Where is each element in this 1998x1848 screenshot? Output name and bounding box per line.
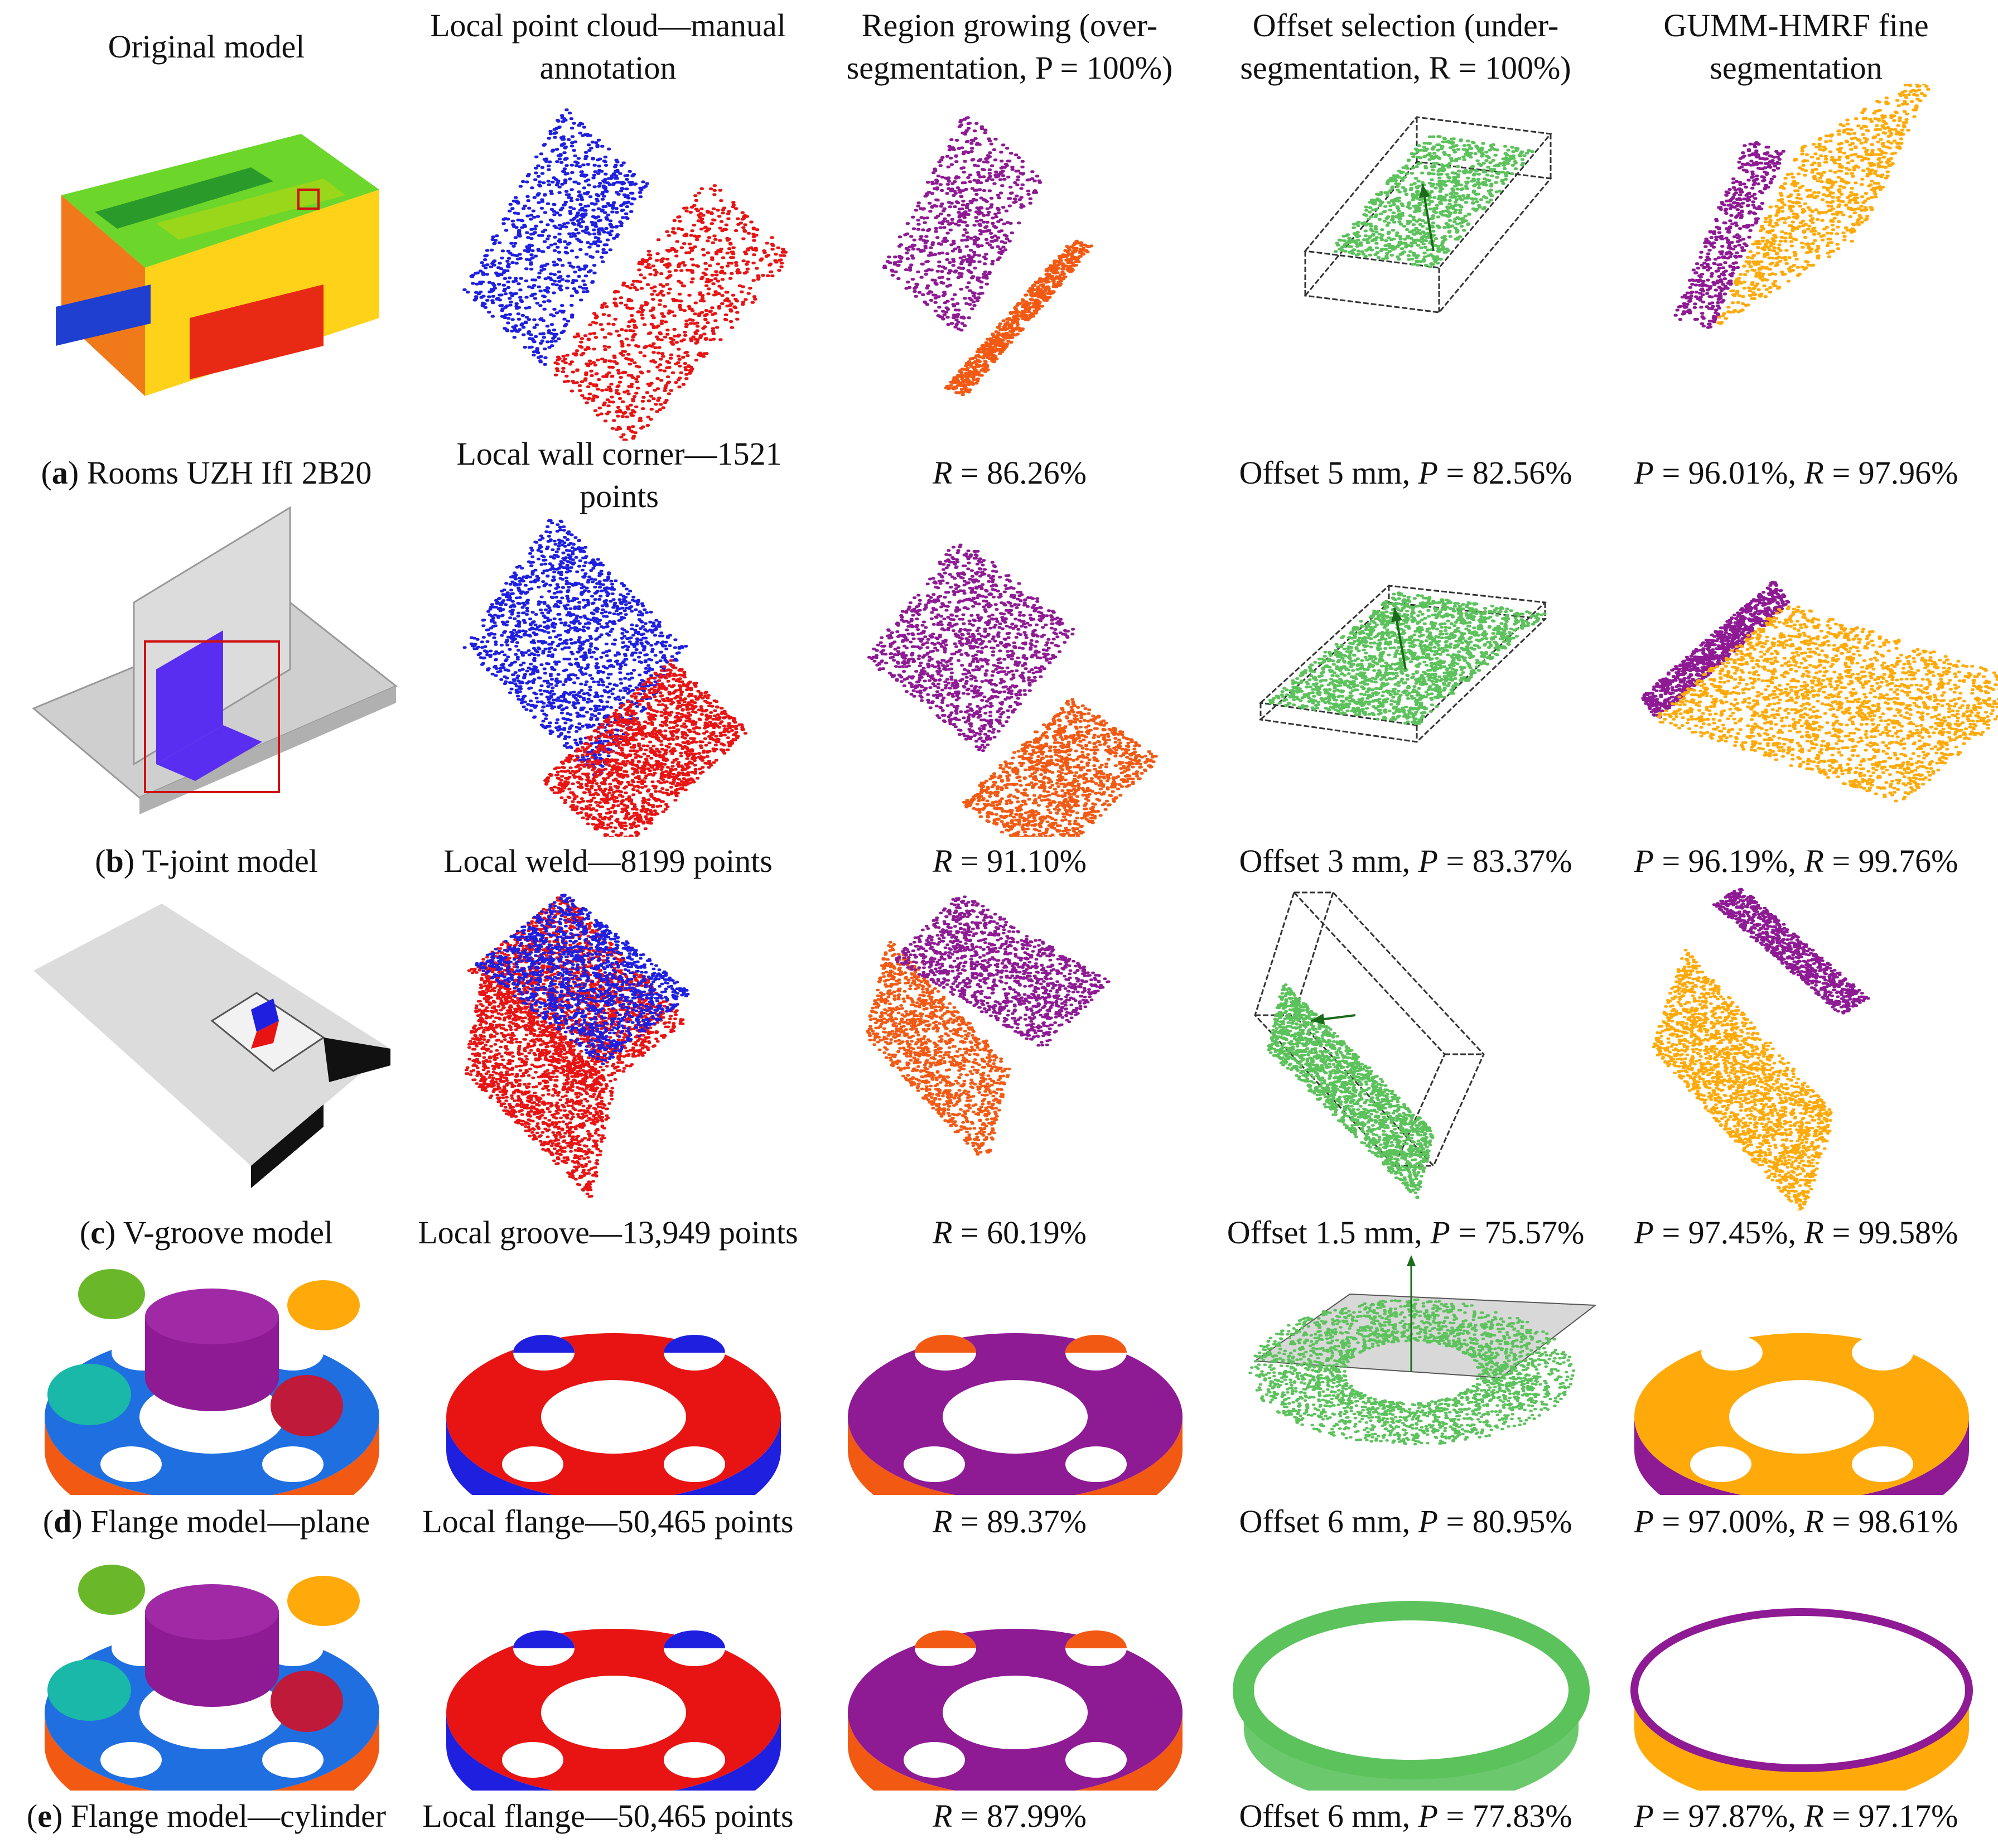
figure-panel-e-2 [413,1545,812,1791]
caption-local-d: Local flange—50,465 points [422,1503,794,1540]
figure-panel-c-2 [413,870,812,1210]
caption-local-e: Local flange—50,465 points [422,1798,794,1834]
header-offset-selection: Offset selection (under-segmentation, R … [1240,7,1571,86]
figure-panel-d-2 [413,1249,812,1495]
figure-panel-d-3 [814,1249,1214,1495]
caption-offset-e: Offset 6 mm, P = 77.83% [1239,1798,1572,1834]
figure-panel-a-3 [814,84,1214,441]
caption-fine-c: P = 97.45%, R = 99.58% [1634,1214,1958,1251]
header-local-point-cloud: Local point cloud—manual annotation [430,7,786,86]
caption-fine-a: P = 96.01%, R = 97.96% [1634,455,1958,491]
figure-panel-d-4 [1210,1249,1610,1495]
header-original-model: Original model [108,28,305,65]
caption-offset-a: Offset 5 mm, P = 82.56% [1239,455,1572,491]
caption-model-c: (c) V-groove model [79,1214,334,1251]
figure-panel-b-1 [11,491,411,837]
figure-panel-b-4 [1210,491,1610,837]
caption-rg-c: R = 60.19% [933,1214,1087,1251]
figure-panel-c-1 [11,870,411,1210]
caption-local-c: Local groove—13,949 points [418,1214,798,1251]
caption-fine-d: P = 97.00%, R = 98.61% [1634,1503,1958,1540]
caption-model-e: (e) Flange model—cylinder [26,1798,387,1834]
caption-rg-d: R = 89.37% [933,1503,1087,1540]
figure-panel-e-4 [1210,1545,1610,1791]
caption-offset-b: Offset 3 mm, P = 83.37% [1239,843,1572,879]
figure-panel-c-4 [1210,870,1610,1210]
caption-offset-d: Offset 6 mm, P = 80.95% [1239,1503,1572,1540]
caption-local-a: Local wall corner—1521 points [456,436,782,514]
header-gumm-hmrf: GUMM-HMRF fine segmentation [1663,7,1929,86]
caption-local-b: Local weld—8199 points [443,843,773,879]
caption-offset-c: Offset 1.5 mm, P = 75.57% [1227,1214,1585,1251]
figure-panel-a-5 [1601,84,1998,441]
figure-panel-d-1 [11,1249,411,1495]
caption-rg-b: R = 91.10% [933,843,1087,879]
figure-panel-b-3 [814,491,1214,837]
caption-rg-e: R = 87.99% [933,1798,1087,1834]
caption-fine-e: P = 97.87%, R = 97.17% [1634,1798,1958,1834]
figure-panel-c-5 [1601,870,1998,1210]
caption-model-a: (a) Rooms UZH IfI 2B20 [41,455,372,491]
figure-panel-e-3 [814,1545,1214,1791]
caption-fine-b: P = 96.19%, R = 99.76% [1634,843,1958,879]
caption-model-b: (b) T-joint model [95,843,318,879]
figure-panel-a-1 [11,84,411,441]
figure-panel-d-5 [1601,1249,1998,1495]
caption-model-d: (d) Flange model—plane [42,1503,370,1540]
figure-panel-b-5 [1601,491,1998,837]
figure-panel-a-2 [413,84,812,441]
figure-panel-c-3 [814,870,1214,1210]
header-region-growing: Region growing (over-segmentation, P = 1… [846,7,1173,86]
figure-panel-e-1 [11,1545,411,1791]
figure-panel-a-4 [1210,84,1610,441]
caption-rg-a: R = 86.26% [933,455,1087,491]
figure-panel-b-2 [413,491,812,837]
figure-panel-e-5 [1601,1545,1998,1791]
